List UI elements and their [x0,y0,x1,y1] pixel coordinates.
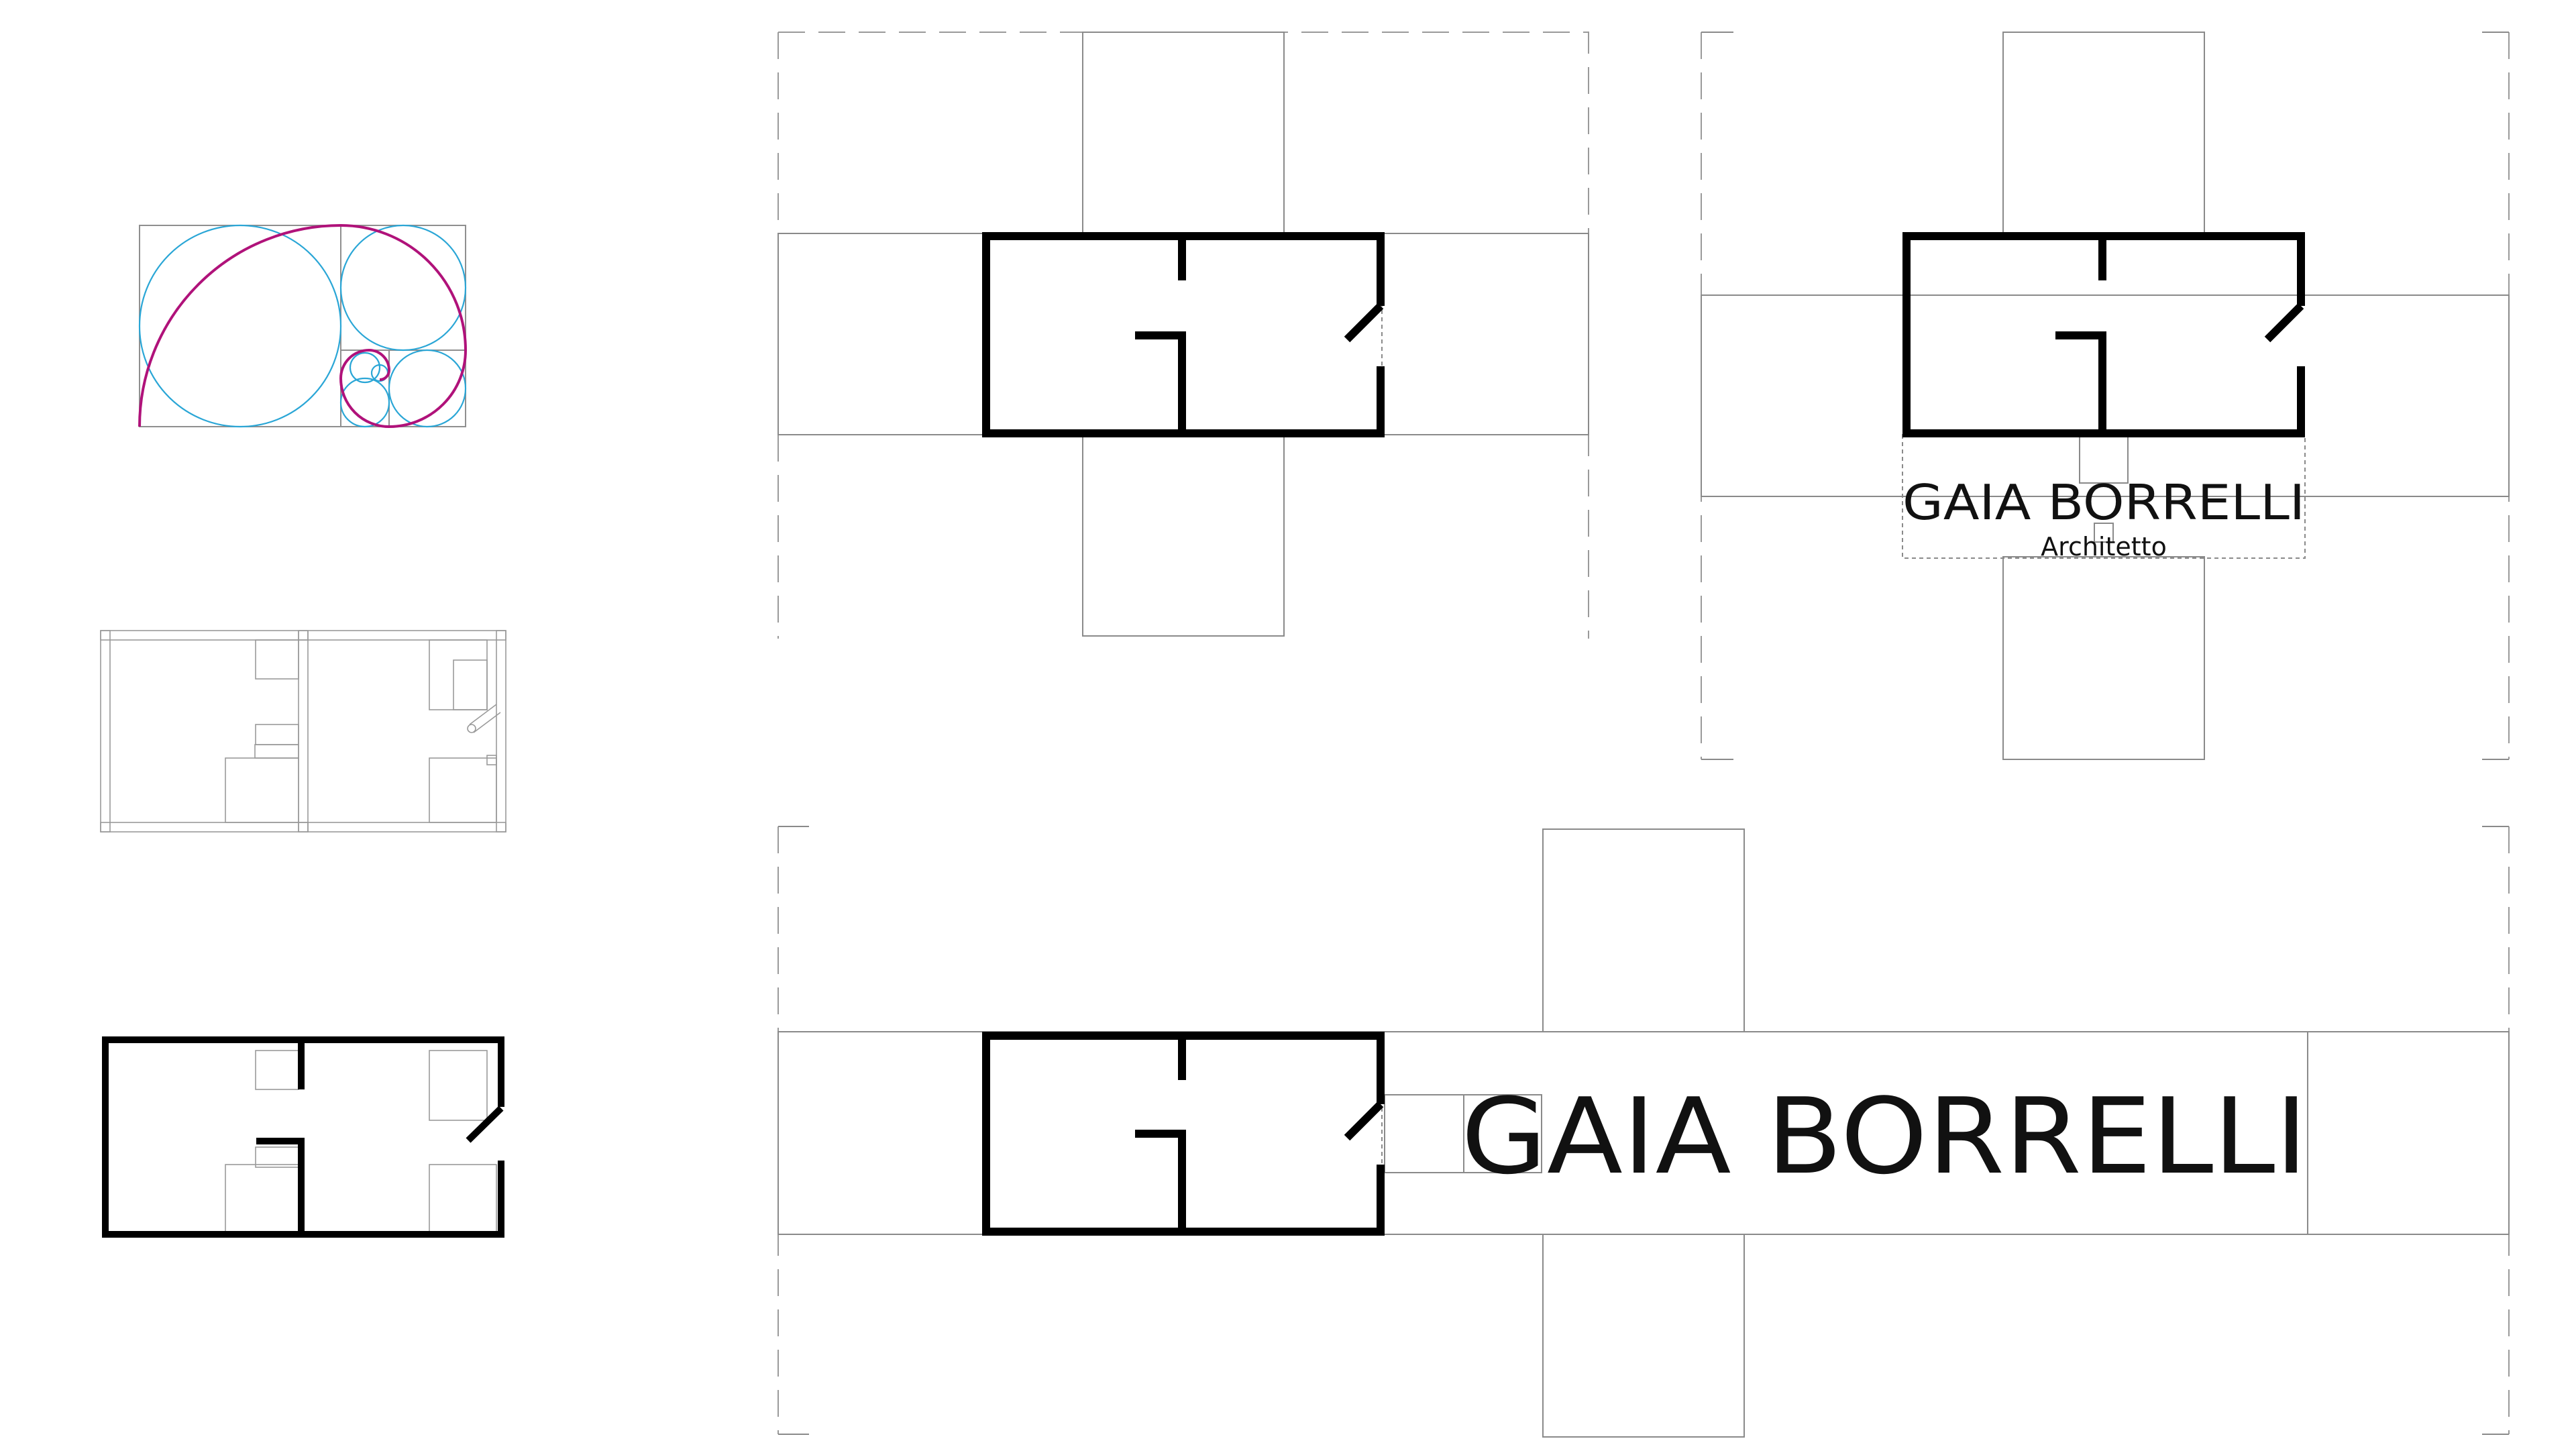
plan-construction-outline [100,630,506,833]
golden-ratio-study [138,223,468,429]
brand-name-large: GAIA BORRELLI [1461,1075,2308,1197]
brand-subtitle: Architetto [2041,532,2167,561]
logo-mark-plan [982,1032,1385,1236]
logo-lockup-horizontal: GAIA BORRELLI [777,826,2510,1438]
brand-name: GAIA BORRELLI [1902,474,2305,531]
logo-lockup-vertical: GAIA BORRELLI Architetto [1701,32,2510,760]
logo-mark-plan [1902,232,2305,437]
logo-mark-clearspace [777,32,1589,639]
plan-logo-with-guides [102,1036,504,1238]
logo-mark-plan [982,232,1385,437]
